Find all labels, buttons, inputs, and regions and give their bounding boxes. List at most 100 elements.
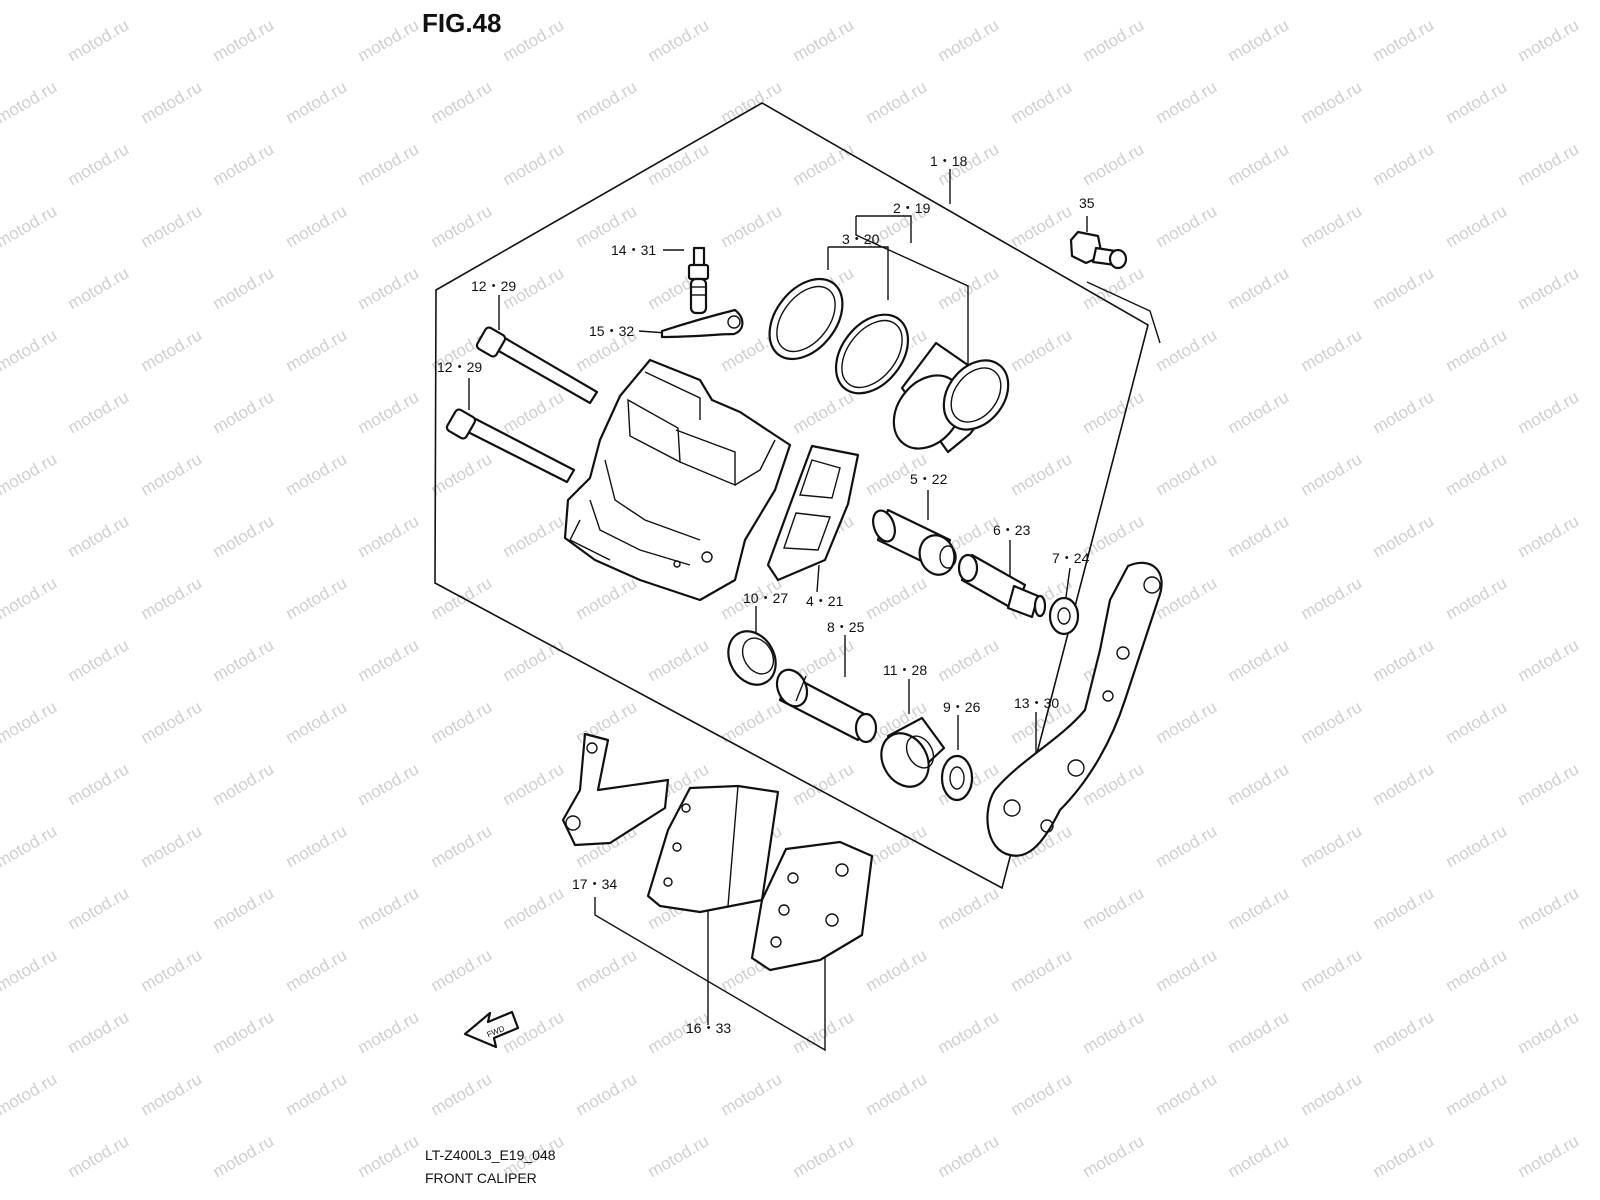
watermark-text: motod.ru bbox=[500, 759, 568, 809]
watermark-text: motod.ru bbox=[355, 635, 423, 685]
model-code: LT-Z400L3_E19_048 bbox=[425, 1147, 556, 1163]
watermark-text: motod.ru bbox=[355, 139, 423, 189]
watermark-text: motod.ru bbox=[718, 77, 786, 127]
callout-15-32: 15・32 bbox=[589, 323, 634, 339]
caliper-pin-6 bbox=[957, 553, 1047, 619]
watermark-text: motod.ru bbox=[428, 1069, 496, 1119]
watermark-text: motod.ru bbox=[138, 1069, 206, 1119]
watermark-text: motod.ru bbox=[1080, 15, 1148, 65]
piston-seal bbox=[834, 313, 910, 395]
boot-11 bbox=[880, 716, 946, 788]
watermark-text: motod.ru bbox=[1008, 201, 1076, 251]
watermark-text: motod.ru bbox=[283, 945, 351, 995]
watermark-text: motod.ru bbox=[138, 77, 206, 127]
watermark-text: motod.ru bbox=[1080, 387, 1148, 437]
watermark-text: motod.ru bbox=[65, 263, 133, 313]
watermark-text: motod.ru bbox=[935, 15, 1003, 65]
watermark-text: motod.ru bbox=[138, 201, 206, 251]
caliper-bracket bbox=[986, 561, 1163, 857]
pad-spring bbox=[766, 444, 860, 582]
watermark-text: motod.ru bbox=[138, 697, 206, 747]
watermark-text: motod.ru bbox=[65, 139, 133, 189]
watermark-text: motod.ru bbox=[355, 15, 423, 65]
watermark-text: motod.ru bbox=[863, 945, 931, 995]
callout-12-29-upper: 12・29 bbox=[471, 278, 516, 294]
caliper-sleeve bbox=[872, 508, 957, 576]
watermark-text: motod.ru bbox=[355, 883, 423, 933]
watermark-text: motod.ru bbox=[1080, 1131, 1148, 1181]
caliper-piston bbox=[892, 341, 1010, 454]
watermark-text: motod.ru bbox=[138, 945, 206, 995]
watermark-text: motod.ru bbox=[500, 139, 568, 189]
watermark-text: motod.ru bbox=[1153, 821, 1221, 871]
watermark-text: motod.ru bbox=[1370, 263, 1438, 313]
watermark-text: motod.ru bbox=[1443, 1069, 1511, 1119]
caliper-body bbox=[563, 358, 792, 602]
watermark-text: motod.ru bbox=[1443, 821, 1511, 871]
watermark-text: motod.ru bbox=[1225, 1007, 1293, 1057]
assembly-boundary bbox=[434, 102, 1149, 890]
callout-5-22: 5・22 bbox=[910, 471, 948, 487]
watermark-text: motod.ru bbox=[1370, 635, 1438, 685]
watermark-text: motod.ru bbox=[355, 387, 423, 437]
watermark-text: motod.ru bbox=[0, 201, 60, 251]
watermark-text: motod.ru bbox=[355, 511, 423, 561]
callout-35: 35 bbox=[1079, 195, 1095, 211]
watermark-text: motod.ru bbox=[500, 387, 568, 437]
watermark-text: motod.ru bbox=[1370, 15, 1438, 65]
watermark-text: motod.ru bbox=[1443, 325, 1511, 375]
callout-3-20: 3・20 bbox=[842, 231, 880, 247]
watermark-text: motod.ru bbox=[210, 511, 278, 561]
watermark-text: motod.ru bbox=[718, 1069, 786, 1119]
watermark-text: motod.ru bbox=[1153, 945, 1221, 995]
watermark-text: motod.ru bbox=[1443, 77, 1511, 127]
watermark-text: motod.ru bbox=[1370, 511, 1438, 561]
watermark-text: motod.ru bbox=[65, 759, 133, 809]
watermark-text: motod.ru bbox=[1225, 883, 1293, 933]
watermark-text: motod.ru bbox=[1298, 1069, 1366, 1119]
watermark-text: motod.ru bbox=[428, 945, 496, 995]
watermark-text: motod.ru bbox=[210, 139, 278, 189]
watermark-text: motod.ru bbox=[0, 77, 60, 127]
watermark-text: motod.ru bbox=[1298, 945, 1366, 995]
figure-caption: FRONT CALIPER bbox=[425, 1170, 537, 1186]
watermark-text: motod.ru bbox=[210, 883, 278, 933]
watermark-text: motod.ru bbox=[1080, 511, 1148, 561]
watermark-text: motod.ru bbox=[65, 1131, 133, 1181]
watermark-text: motod.ru bbox=[1370, 883, 1438, 933]
watermark-text: motod.ru bbox=[210, 387, 278, 437]
watermark-text: motod.ru bbox=[1515, 1131, 1583, 1181]
callout-8-25: 8・25 bbox=[827, 619, 865, 635]
watermark-text: motod.ru bbox=[863, 1069, 931, 1119]
watermark-text: motod.ru bbox=[283, 325, 351, 375]
watermark-text: motod.ru bbox=[428, 821, 496, 871]
watermark-text: motod.ru bbox=[65, 387, 133, 437]
watermark-text: motod.ru bbox=[1153, 697, 1221, 747]
watermark-text: motod.ru bbox=[1370, 759, 1438, 809]
watermark-text: motod.ru bbox=[355, 759, 423, 809]
watermark-text: motod.ru bbox=[65, 511, 133, 561]
callout-labels: 1・18 2・19 3・20 35 14・31 12・29 15・32 12・2… bbox=[437, 153, 1095, 1036]
watermark-text: motod.ru bbox=[863, 821, 931, 871]
caliper-pin-lower bbox=[445, 408, 576, 484]
watermark-text: motod.ru bbox=[1370, 387, 1438, 437]
watermark-text: motod.ru bbox=[210, 15, 278, 65]
watermark-text: motod.ru bbox=[0, 325, 60, 375]
watermark-text: motod.ru bbox=[790, 15, 858, 65]
watermark-text: motod.ru bbox=[428, 697, 496, 747]
watermark-text: motod.ru bbox=[1515, 263, 1583, 313]
watermark-text: motod.ru bbox=[355, 1131, 423, 1181]
watermark-text: motod.ru bbox=[500, 883, 568, 933]
watermark-text: motod.ru bbox=[573, 1069, 641, 1119]
callout-7-24: 7・24 bbox=[1052, 550, 1090, 566]
watermark-text: motod.ru bbox=[428, 201, 496, 251]
watermark-text: motod.ru bbox=[1515, 15, 1583, 65]
watermark-text: motod.ru bbox=[0, 573, 60, 623]
watermark-text: motod.ru bbox=[1153, 1069, 1221, 1119]
watermark-text: motod.ru bbox=[863, 573, 931, 623]
watermark-text: motod.ru bbox=[283, 573, 351, 623]
callout-11-28: 11・28 bbox=[883, 662, 927, 678]
watermark-text: motod.ru bbox=[1225, 139, 1293, 189]
watermark-text: motod.ru bbox=[428, 77, 496, 127]
watermark-text: motod.ru bbox=[935, 635, 1003, 685]
